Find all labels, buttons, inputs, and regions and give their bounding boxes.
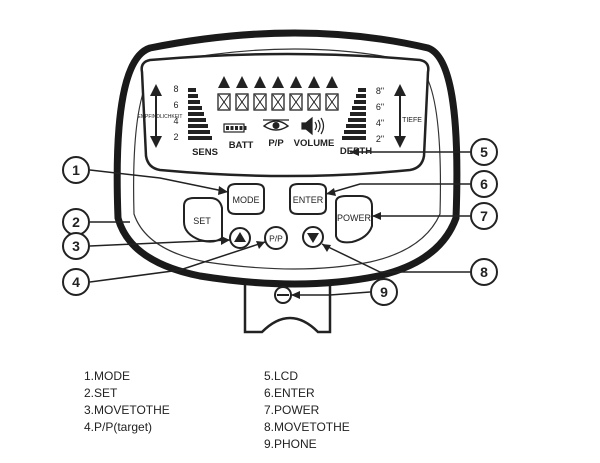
target-indicator-triangles: [218, 76, 338, 88]
callout-lines: [89, 151, 470, 296]
callout-marker-7: 7: [470, 202, 498, 230]
callout-arrowheads: [218, 148, 381, 299]
down-arrow-icon: [307, 233, 319, 243]
target-triangle: [254, 76, 266, 88]
target-triangle: [272, 76, 284, 88]
power-button-label: POWER: [337, 213, 372, 223]
sens-side-text: EMPFINDLICHKEIT: [137, 114, 182, 120]
lcd-label-sens: SENS: [192, 147, 218, 158]
enter-button-label: ENTER: [293, 195, 324, 205]
depth-scale: 8" 6" 4" 2": [376, 86, 384, 144]
target-box: [271, 93, 285, 111]
depth-bar-graph: [342, 88, 366, 140]
callout-marker-5: 5: [470, 138, 498, 166]
lcd-label-batt: BATT: [229, 140, 254, 151]
up-arrow-button[interactable]: [229, 227, 251, 249]
callout-number: 7: [480, 208, 488, 224]
legend-item: 1.MODE: [84, 369, 131, 383]
legend-item: 3.MOVETOTHE: [84, 403, 170, 417]
target-box: [235, 93, 249, 111]
phone-jack: [274, 286, 292, 304]
sens-scale-number: 6: [173, 100, 178, 110]
depth-side-text: TIEFE: [402, 117, 422, 124]
speaker-icon: [301, 116, 325, 136]
callout-marker-1: 1: [62, 156, 90, 184]
depth-scale-number: 4": [376, 118, 384, 128]
battery-icon: [223, 123, 247, 133]
legend-right: 5.LCD 6.ENTER 7.POWER 8.MOVETOTHE 9.PHON…: [264, 368, 350, 453]
target-triangle: [236, 76, 248, 88]
callout-number: 3: [72, 238, 80, 254]
callout-marker-9: 9: [370, 278, 398, 306]
sens-bar-graph: [188, 88, 212, 140]
depth-scale-number: 6": [376, 102, 384, 112]
enter-button[interactable]: ENTER: [289, 183, 327, 215]
callout-number: 6: [480, 176, 488, 192]
callout-number: 2: [72, 214, 80, 230]
target-box: [289, 93, 303, 111]
target-triangle: [308, 76, 320, 88]
callout-markers: 1 2 3 4 5 6 7 8 9: [62, 138, 498, 306]
depth-scale-number: 2": [376, 134, 384, 144]
target-triangle: [218, 76, 230, 88]
target-triangle: [290, 76, 302, 88]
callout-marker-8: 8: [470, 258, 498, 286]
depth-scale-arrow: [394, 84, 406, 148]
target-box: [217, 93, 231, 111]
legend-item: 8.MOVETOTHE: [264, 420, 350, 434]
target-box: [307, 93, 321, 111]
callout-number: 5: [480, 144, 488, 160]
callout-number: 8: [480, 264, 488, 280]
sens-scale: 8 6 4 2: [173, 84, 178, 142]
legend-item: 7.POWER: [264, 403, 320, 417]
target-indicator-boxes: [217, 93, 339, 111]
legend-left: 1.MODE 2.SET 3.MOVETOTHE 4.P/P(target): [84, 368, 170, 436]
legend-item: 4.P/P(target): [84, 420, 153, 434]
mode-button-label: MODE: [233, 195, 260, 205]
lcd-label-pp: P/P: [268, 138, 284, 149]
callout-marker-3: 3: [62, 232, 90, 260]
sens-scale-arrow: [150, 84, 162, 148]
sens-scale-number: 2: [173, 132, 178, 142]
target-triangle: [326, 76, 338, 88]
callout-marker-6: 6: [470, 170, 498, 198]
lcd-screen[interactable]: [140, 52, 430, 178]
pp-button-label: P/P: [269, 234, 283, 244]
set-button-label: SET: [193, 216, 211, 226]
callout-marker-4: 4: [62, 268, 90, 296]
sens-scale-number: 4: [173, 116, 178, 126]
callout-number: 4: [72, 274, 80, 290]
target-box: [253, 93, 267, 111]
callout-marker-2: 2: [62, 208, 90, 236]
down-arrow-button[interactable]: [302, 226, 324, 248]
legend-item: 6.ENTER: [264, 386, 315, 400]
pp-button[interactable]: P/P: [264, 226, 288, 250]
lcd-label-volume: VOLUME: [294, 138, 335, 149]
mode-button[interactable]: MODE: [227, 183, 265, 215]
set-button[interactable]: SET: [183, 197, 223, 243]
power-button[interactable]: POWER: [335, 195, 373, 244]
callout-number: 9: [380, 284, 388, 300]
depth-scale-number: 8": [376, 86, 384, 96]
legend-item: 5.LCD: [264, 369, 299, 383]
legend-item: 2.SET: [84, 386, 118, 400]
sens-scale-number: 8: [173, 84, 178, 94]
eye-icon: [262, 119, 290, 131]
callout-number: 1: [72, 162, 80, 178]
target-box: [325, 93, 339, 111]
up-arrow-icon: [234, 232, 246, 242]
legend-item: 9.PHONE: [264, 437, 317, 451]
